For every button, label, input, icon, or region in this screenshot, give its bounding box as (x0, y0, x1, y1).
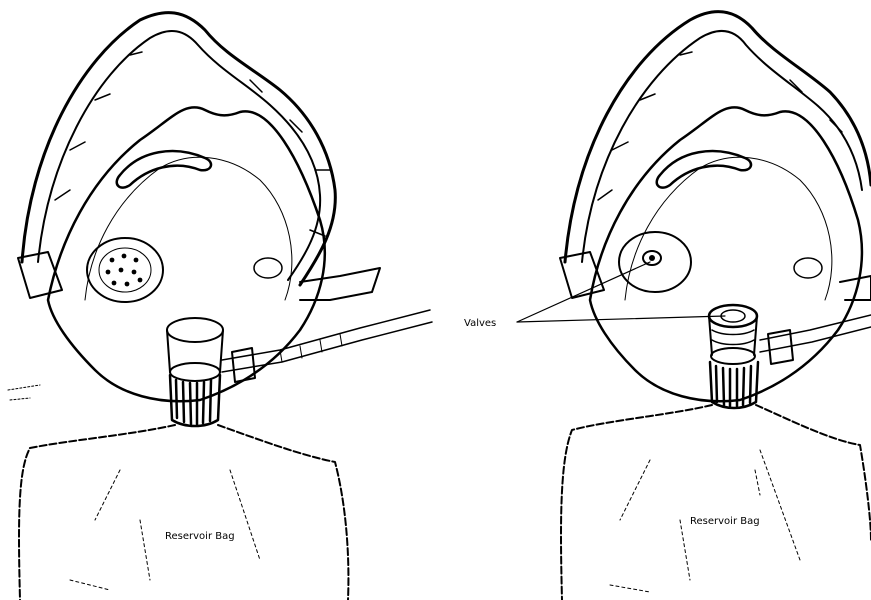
right-bag-label: Reservoir Bag (690, 516, 760, 527)
left-exhalation-port (87, 238, 163, 302)
left-strap-clip (18, 252, 62, 298)
right-mask-inner-rim (625, 157, 832, 300)
left-bag-folds (70, 470, 260, 590)
right-panel: Valves Reservoir Bag (464, 12, 871, 600)
right-side-port (794, 258, 822, 278)
valves-label: Valves (464, 318, 496, 329)
left-strap-end (300, 268, 380, 300)
left-bag-label: Reservoir Bag (165, 531, 235, 542)
left-side-marks (8, 385, 40, 400)
left-mask-inner-rim (85, 157, 292, 300)
right-inhalation-valve (709, 305, 757, 364)
left-side-port (254, 258, 282, 278)
left-panel: Reservoir Bag (8, 13, 432, 600)
left-oxygen-tubing (222, 310, 432, 382)
right-head-strap (565, 12, 871, 262)
right-nose-clip (657, 151, 751, 188)
left-nose-clip (117, 151, 211, 188)
left-reservoir-bag (19, 425, 348, 600)
right-exhalation-valve (619, 232, 691, 292)
right-reservoir-bag (561, 405, 871, 600)
left-connector (167, 318, 223, 381)
